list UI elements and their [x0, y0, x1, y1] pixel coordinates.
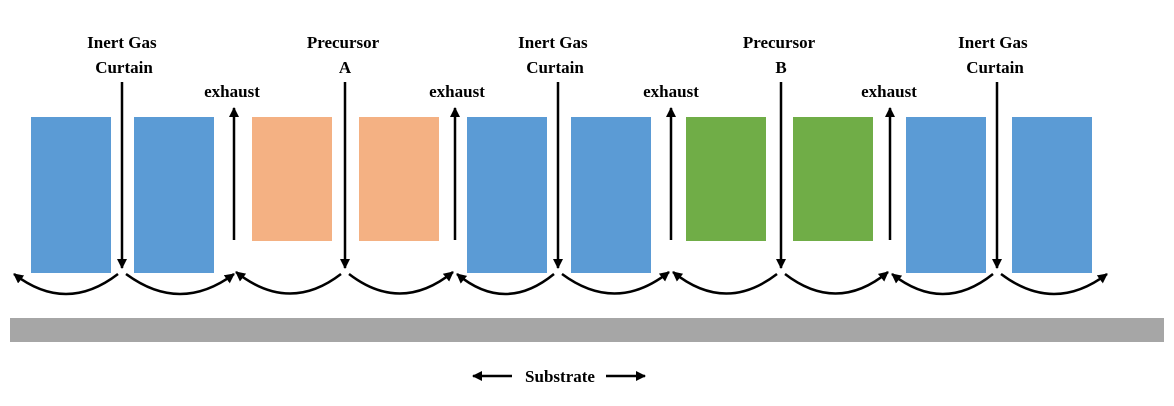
inert-gas-block — [906, 117, 986, 273]
label-inert-gas-curtain: Inert Gas Curtain — [518, 33, 592, 77]
substrate-bar — [10, 318, 1164, 342]
label-substrate: Substrate — [525, 367, 595, 386]
label-exhaust: exhaust — [204, 82, 260, 101]
inert-gas-block — [467, 117, 547, 273]
label-exhaust: exhaust — [429, 82, 485, 101]
precursor-a-block — [359, 117, 439, 241]
label-exhaust: exhaust — [643, 82, 699, 101]
inert-gas-block — [1012, 117, 1092, 273]
precursor-b-block — [686, 117, 766, 241]
inert-gas-block — [134, 117, 214, 273]
precursor-b-block — [793, 117, 873, 241]
label-precursor-b: Precursor B — [743, 33, 819, 77]
inert-gas-block — [31, 117, 111, 273]
inert-gas-block — [571, 117, 651, 273]
label-precursor-a: Precursor A — [307, 33, 383, 77]
precursor-a-block — [252, 117, 332, 241]
label-exhaust: exhaust — [861, 82, 917, 101]
label-inert-gas-curtain: Inert Gas Curtain — [87, 33, 161, 77]
label-inert-gas-curtain: Inert Gas Curtain — [958, 33, 1032, 77]
gas-flow-arcs — [13, 271, 1108, 296]
